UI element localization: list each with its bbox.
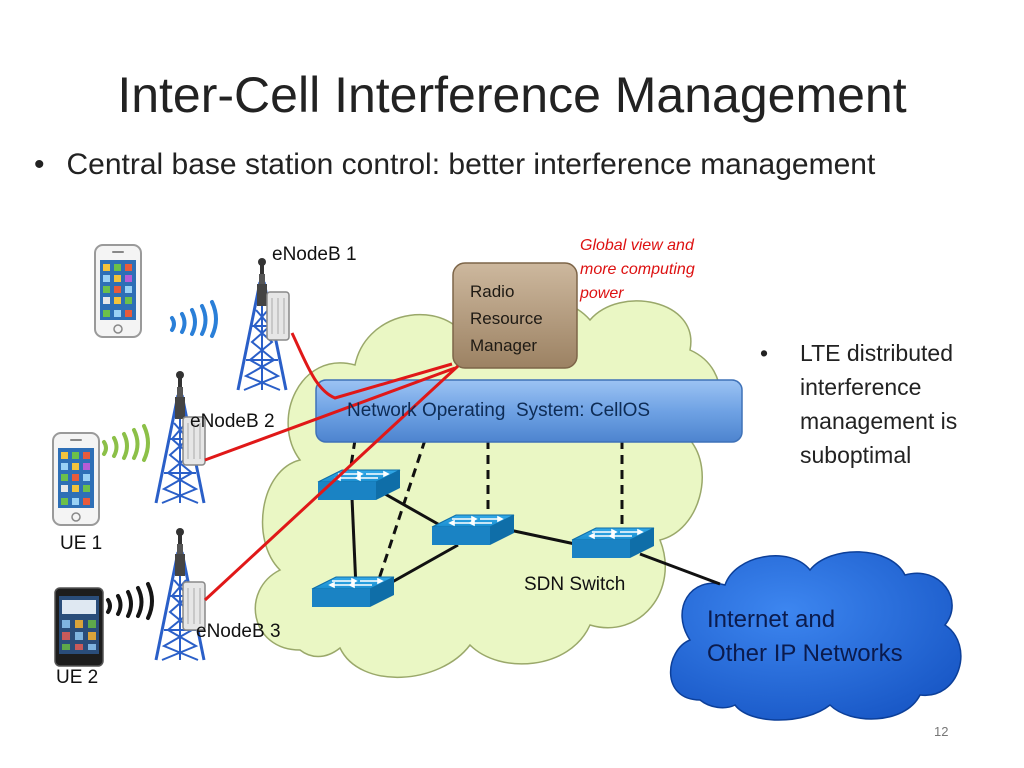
radio-resource-manager-label: Radio Resource Manager [470, 282, 543, 355]
internet-cloud [669, 551, 962, 721]
radio-unit-icon [266, 291, 290, 341]
network-os-bar [315, 379, 743, 443]
page-number: 12 [934, 724, 949, 739]
enodeb-3-label: eNodeB 3 [196, 621, 281, 642]
sdn-switch-label: SDN Switch [524, 574, 626, 595]
smartphone-icon [94, 244, 142, 338]
annotation-global-view: Global view and more computing power [580, 237, 695, 302]
enodeb-2-label: eNodeB 2 [190, 411, 275, 432]
internet-cloud-label: Internet and Other IP Networks [707, 606, 903, 667]
smartphone-icon [52, 432, 100, 526]
main-bullet: • Central base station control: better in… [34, 148, 875, 182]
control-links [348, 439, 624, 583]
enodeb-1-label: eNodeB 1 [272, 244, 357, 265]
red-control-links [203, 332, 460, 602]
network-os-label: Network Operating System: CellOS [347, 400, 651, 421]
ue-2-label: UE 2 [56, 667, 99, 688]
radio-resource-manager-box [452, 262, 578, 369]
ue-1-label: UE 1 [60, 533, 103, 554]
side-note-text: LTE distributed interference management … [800, 340, 958, 468]
android-phone-icon [54, 587, 104, 667]
slide-title: Inter-Cell Interference Management [117, 67, 907, 123]
bullet-symbol: • [34, 148, 45, 181]
bullet-symbol: • [760, 340, 769, 366]
main-bullet-text: Central base station control: better int… [66, 148, 876, 181]
radio-waves-icon [102, 300, 218, 620]
